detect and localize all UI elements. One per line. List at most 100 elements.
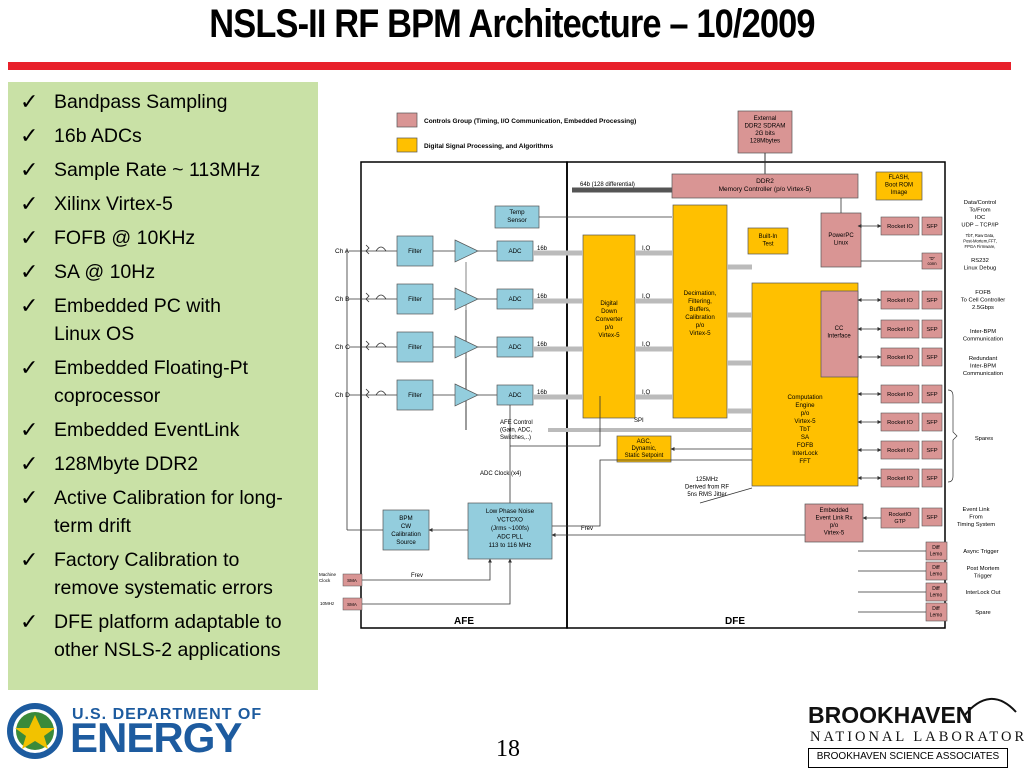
bits-label: 16b <box>537 294 548 300</box>
ddc-block <box>582 234 636 419</box>
text-line: Redundant <box>969 356 998 362</box>
feature-bullet-list: ✓Bandpass Sampling ✓16b ADCs ✓Sample Rat… <box>14 88 316 670</box>
text-line: FOFB <box>797 442 814 449</box>
amplifier-icon <box>454 383 479 407</box>
text-line: Converter <box>595 316 622 323</box>
text-line: Clock <box>319 578 331 583</box>
text-line: Diff <box>932 606 940 612</box>
text-line: Virtex-5 <box>598 332 620 339</box>
resistor-icon <box>365 292 370 303</box>
resistor-icon <box>365 340 370 351</box>
iq-label: I,Q <box>642 341 650 348</box>
bullet-item: ✓Xilinx Virtex-5 <box>14 190 316 218</box>
text-line: Derived from RF <box>685 485 729 491</box>
text-line: Buffers, <box>689 306 710 313</box>
sfp-label: SFP <box>926 515 937 521</box>
text-line: AFE Control <box>500 420 533 426</box>
text-line: 5ns RMS Jitter <box>687 492 726 498</box>
text-line: VCTCXO <box>497 517 523 524</box>
text-line: Post Mortem <box>967 566 1000 572</box>
bullet-item: ✓Embedded Floating-Pt coprocessor <box>14 354 316 410</box>
checkmark-icon: ✓ <box>20 485 39 510</box>
rocket-io-label: Rocket IO <box>887 298 913 304</box>
bullet-text: SA @ 10Hz <box>54 261 156 283</box>
adc-label: ADC <box>508 296 522 303</box>
text-line: Dynamic, <box>631 446 656 452</box>
text-line: Virtex-5 <box>689 330 711 337</box>
text-line: BPM <box>399 515 412 522</box>
d-conn-label: "D"conn <box>927 256 937 266</box>
powerpc-block <box>820 212 862 268</box>
text-line: "D" <box>929 256 936 261</box>
text-line: Engine <box>795 402 815 409</box>
text-line: 125MHz <box>696 477 718 483</box>
checkmark-icon: ✓ <box>20 89 39 114</box>
sfp-label: SFP <box>926 476 937 482</box>
text-line: DDR2 <box>756 178 774 185</box>
amplifier-icon <box>454 239 479 263</box>
decimation-label: Decimation,Filtering,Buffers,Calibration… <box>684 290 717 337</box>
text-line: Switches,..) <box>500 435 531 441</box>
text-line: Post-Mortem,FFT, <box>963 239 997 244</box>
text-line: RS232 <box>971 258 989 264</box>
text-line: Built-In <box>759 234 778 240</box>
bits-label: 16b <box>537 390 548 396</box>
checkmark-icon: ✓ <box>20 293 39 318</box>
text-line: 113 to 116 MHz <box>489 542 532 549</box>
filter-block <box>396 331 434 363</box>
text-line: 2.5Gbps <box>972 305 994 311</box>
adc-label: ADC <box>508 392 522 399</box>
bus-label: 64b (128 differential) <box>580 182 635 188</box>
checkmark-icon: ✓ <box>20 259 39 284</box>
channel-label: Ch D <box>335 392 350 399</box>
sfp-block <box>921 384 943 404</box>
text-line: Sensor <box>507 217 527 224</box>
text-line: Filtering, <box>688 298 712 305</box>
async-trigger-label: Async Trigger <box>963 549 999 555</box>
text-line: Memory Controller (p/o Virtex-5) <box>719 186 812 193</box>
text-line: Communication <box>963 337 1003 343</box>
machine-clock-sma <box>342 573 363 587</box>
text-line: External <box>754 115 777 122</box>
text-line: Decimation, <box>684 290 717 297</box>
text-line: Image <box>891 190 908 196</box>
slide-title: NSLS-II RF BPM Architecture – 10/2009 <box>209 2 815 46</box>
text-line: Computation <box>787 394 823 401</box>
doe-wordmark-top: U.S. DEPARTMENT OF <box>72 706 263 723</box>
text-line: Diff <box>932 586 940 592</box>
channel-label: Ch A <box>335 248 350 255</box>
bullet-text: Bandpass Sampling <box>54 91 228 113</box>
text-line: (Jrms ~100fs) <box>491 525 529 532</box>
rocket-io-label: Rocket IO <box>887 420 913 426</box>
channel-label: Ch B <box>335 296 349 303</box>
text-line: Static Setpoint <box>625 453 664 459</box>
text-line: Test <box>762 242 773 248</box>
text-line: 2G bits <box>755 130 775 137</box>
agc-label: AGC,Dynamic,Static Setpoint <box>625 439 664 459</box>
bullet-text: Active Calibration for long- term drift <box>54 487 283 537</box>
text-line: SA <box>801 434 810 441</box>
text-line: FLASH, <box>888 175 909 181</box>
text-line: Virtex-5 <box>824 531 845 537</box>
text-line: CC <box>835 326 844 332</box>
text-line: Diff <box>932 565 940 571</box>
clock-to-engine <box>552 459 752 527</box>
iq-label: I,Q <box>642 389 650 396</box>
text-line: Communication <box>963 371 1003 377</box>
text-line: Inter-BPM <box>970 329 996 335</box>
bnl-associates-text: BROOKHAVEN SCIENCE ASSOCIATES <box>816 751 1000 762</box>
checkmark-icon: ✓ <box>20 547 39 572</box>
text-line: Lemo <box>930 572 943 578</box>
text-line: ADC PLL <box>497 534 523 541</box>
bullet-item: ✓ Active Calibration for long- term drift <box>14 484 316 540</box>
